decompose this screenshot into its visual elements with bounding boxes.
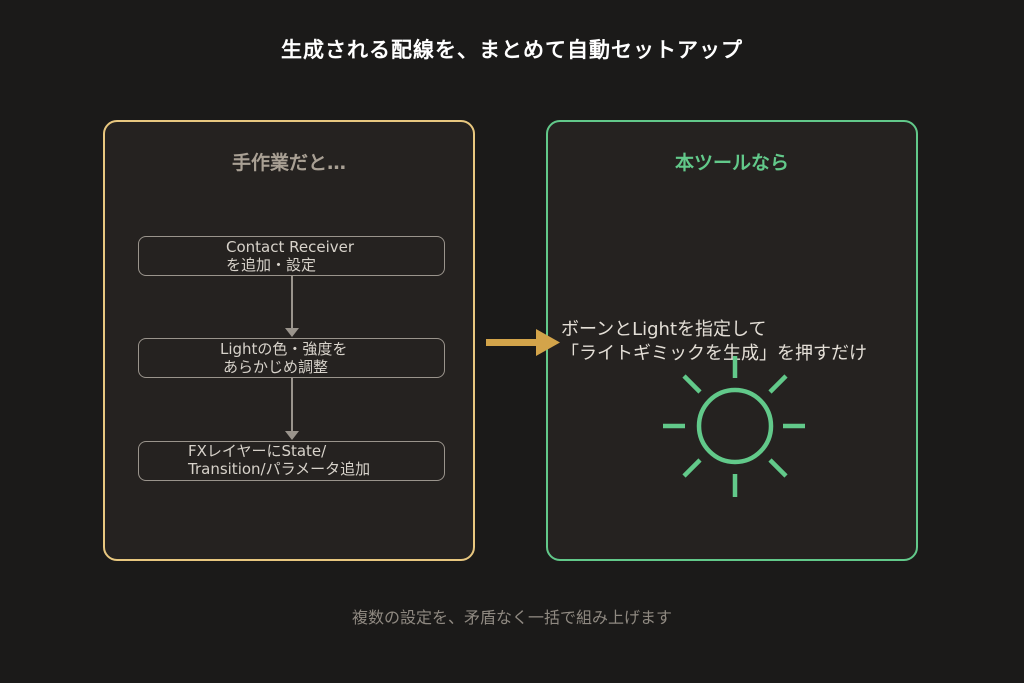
manual-heading: 手作業だと… [231,152,346,174]
step-light-adjust: Lightの色・強度を あらかじめ調整 [138,338,445,378]
tool-description-line: 「ライトギミックを生成」を押すだけ [561,343,867,364]
step-fx-layer: FXレイヤーにState/ Transition/パラメータ追加 [138,441,445,481]
step-line: あらかじめ調整 [223,358,329,376]
manual-panel: 手作業だと… Contact Receiver を追加・設定 Lightの色・強… [103,120,475,561]
tool-heading: 本ツールなら [674,152,789,174]
step-line: を追加・設定 [226,256,317,274]
step-line: FXレイヤーにState/ [188,442,327,460]
step-line: Contact Receiver [226,238,355,256]
page-title: 生成される配線を、まとめて自動セットアップ [281,38,743,62]
step-line: Transition/パラメータ追加 [188,460,371,478]
connector-arrowhead [285,431,299,440]
step-connector [291,276,293,332]
step-connector [291,378,293,435]
connector-arrowhead [285,328,299,337]
tool-description: ボーンとLightを指定して 「ライトギミックを生成」を押すだけ [561,318,1021,366]
step-line: Lightの色・強度を [220,340,348,358]
step-contact-receiver: Contact Receiver を追加・設定 [138,236,445,276]
footer-caption: 複数の設定を、矛盾なく一括で組み上げます [351,608,672,627]
tool-description-line: ボーンとLightを指定して [561,319,767,340]
right-arrow-icon [486,329,560,356]
sun-icon [663,356,805,497]
tool-panel: 本ツールなら [546,120,918,561]
